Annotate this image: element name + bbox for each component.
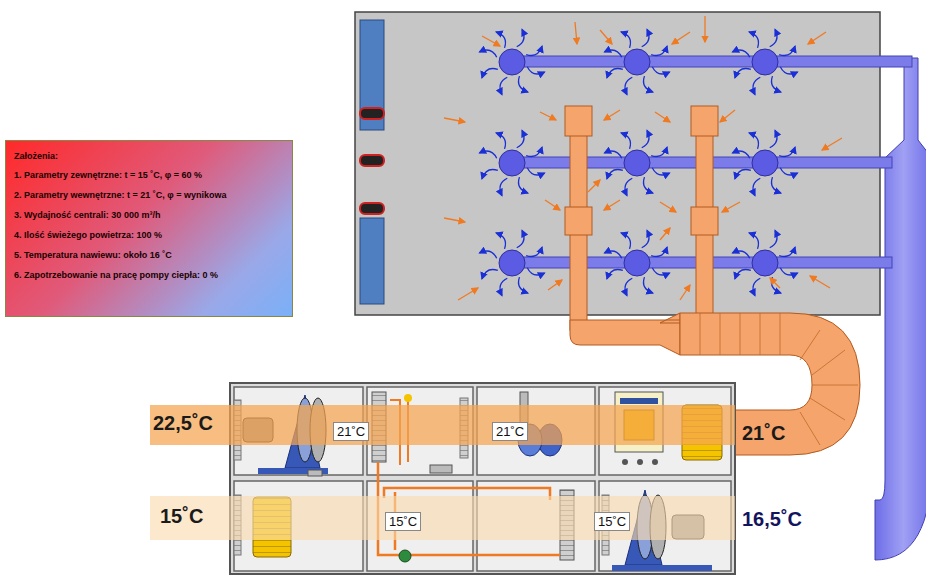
temp-tag: 15˚C <box>594 512 630 531</box>
node-text: 5. Temperatura nawiewu: około 16 ˚C <box>14 250 284 260</box>
supply-duct <box>875 58 926 560</box>
warm-air-band: 22,5˚C <box>150 405 735 445</box>
window-panel <box>360 20 384 130</box>
temp-tag: 15˚C <box>385 512 421 531</box>
temp-label: 16,5˚C <box>742 508 802 531</box>
assumptions-box: Założenia: 1. Parametry zewnętrzne: t = 1… <box>5 140 293 317</box>
temp-tag: 21˚C <box>492 422 528 441</box>
node-text: 1. Parametry zewnętrzne: t = 15 ˚C, φ = … <box>14 170 284 180</box>
node-text: 3. Wydajność centrali: 30 000 m³/h <box>14 210 284 220</box>
heading: Założenia: <box>14 151 284 161</box>
window-panel <box>360 218 384 304</box>
node-text: 15˚C <box>160 505 735 528</box>
node-text: 22,5˚C <box>153 412 735 435</box>
vents <box>360 108 384 214</box>
node-text: 2. Parametry wewnętrzne: t = 21 ˚C, φ = … <box>14 190 284 200</box>
node-text: 4. Ilość świeżego powietrza: 100 % <box>14 230 284 240</box>
temp-label: 21˚C <box>742 422 785 445</box>
cool-air-band: 15˚C <box>150 496 735 540</box>
temp-tag: 21˚C <box>333 422 369 441</box>
node-text: 6. Zapotrzebowanie na pracę pompy ciepła… <box>14 270 284 280</box>
flow-arrows <box>444 16 842 300</box>
compressor <box>399 550 411 562</box>
